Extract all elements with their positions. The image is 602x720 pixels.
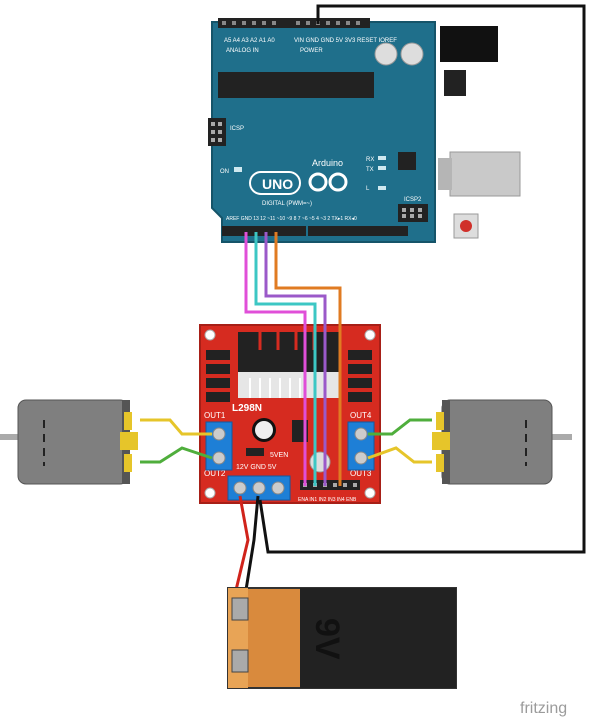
uno-text: UNO [262, 176, 293, 192]
control-header [300, 480, 360, 490]
icsp-header [208, 118, 226, 146]
power-pin-labels: VIN GND GND 5V 3V3 RESET IOREF [294, 38, 397, 44]
atmega-chip [218, 72, 374, 98]
uno-logo [249, 171, 301, 195]
battery-terminal-positive [231, 597, 249, 621]
battery-terminal-negative [231, 649, 249, 673]
battery-label: 9V [308, 618, 346, 660]
out1-label: OUT1 [204, 411, 226, 420]
5ven-jumper[interactable] [246, 448, 264, 456]
l298n-driver: L298N OUT1 OUT2 OUT4 OUT3 5VEN 12V GND 5… [199, 324, 381, 504]
rx-label: RX [366, 157, 374, 163]
on-label: ON [220, 169, 229, 175]
out4-label: OUT4 [350, 411, 372, 420]
terminal-out1-out2 [205, 421, 233, 471]
digital-header-high [308, 226, 408, 236]
wire-magenta [244, 232, 307, 486]
usb-port [449, 151, 521, 197]
motor-left-wires [140, 418, 213, 464]
power-label: POWER [300, 48, 323, 54]
wire-ground [258, 4, 586, 554]
out2-label: OUT2 [204, 469, 226, 478]
voltage-regulator [444, 70, 466, 96]
driver-capacitor-2 [309, 451, 331, 473]
control-pins-label: ENA IN1 IN2 IN3 IN4 ENB [298, 497, 357, 503]
analog-pin-labels: A5 A4 A3 A2 A1 A0 [224, 38, 275, 44]
on-led [234, 167, 242, 172]
supply-label: 12V GND 5V [236, 464, 277, 471]
arduino-logo-left [308, 172, 328, 192]
wire-cyan [254, 232, 317, 486]
usb-chip [398, 152, 416, 170]
reset-label: RESET [455, 204, 475, 210]
icsp2-header [398, 204, 428, 222]
fritzing-watermark: fritzing [520, 700, 567, 717]
wire-battery-positive [234, 495, 250, 591]
analog-in-label: ANALOG IN [226, 48, 259, 54]
icsp2-label: ICSP2 [404, 197, 422, 203]
arduino-uno-board: A5 A4 A3 A2 A1 A0 ANALOG IN VIN GND GND … [208, 18, 521, 243]
motor-right [432, 399, 572, 485]
wire-orange [274, 232, 342, 486]
terminal-power [227, 475, 291, 501]
5ven-label: 5VEN [270, 452, 288, 459]
signal-wires [244, 232, 342, 486]
power-jack [440, 26, 498, 62]
tx-label: TX [366, 167, 374, 173]
capacitor-2 [400, 42, 424, 66]
chip-label: L298N [232, 403, 262, 414]
motor-right-wires [367, 418, 432, 464]
wire-purple [264, 232, 327, 486]
digital-label: DIGITAL (PWM=~) [262, 201, 312, 207]
heatsink [238, 332, 340, 372]
motor-left [0, 399, 138, 485]
icsp-label: ICSP [230, 126, 244, 132]
arduino-brand: Arduino [312, 158, 343, 168]
digital-header-low [222, 226, 306, 236]
wire-battery-negative [244, 495, 260, 591]
terminal-out3-out4 [347, 421, 375, 471]
digital-pin-labels: AREF GND 13 12 ~11 ~10 ~9 8 7 ~6 ~5 4 ~3… [226, 216, 357, 222]
out3-label: OUT3 [350, 469, 372, 478]
l-label: L [366, 186, 370, 192]
capacitor-1 [374, 42, 398, 66]
battery-9v: 9V [227, 587, 457, 689]
arduino-logo-right [328, 172, 348, 192]
